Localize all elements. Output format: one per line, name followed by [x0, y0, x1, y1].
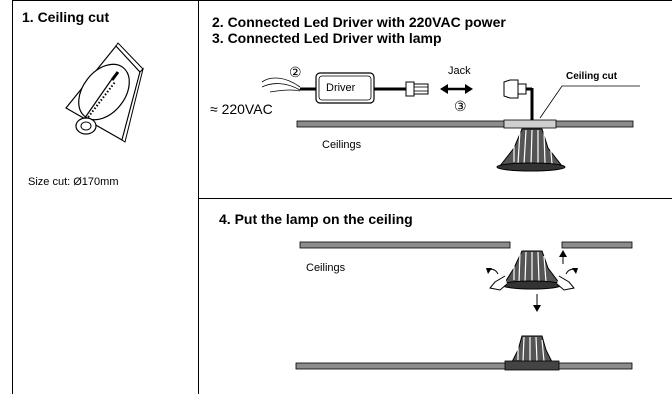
- ceilings-label-top: Ceilings: [322, 139, 362, 151]
- jack-label: Jack: [448, 65, 471, 77]
- step4-title: 4. Put the lamp on the ceiling: [219, 211, 413, 227]
- row-divider: [198, 198, 672, 199]
- ceilings-label-bottom: Ceilings: [306, 262, 346, 274]
- step1-title: 1. Ceiling cut: [22, 9, 110, 25]
- marker-2: ②: [289, 64, 302, 80]
- ceiling-cut-label: Ceiling cut: [566, 71, 618, 82]
- top-border: [12, 0, 672, 1]
- driver-label: Driver: [326, 82, 356, 94]
- voltage-label: ≈ 220VAC: [210, 101, 273, 117]
- left-border: [12, 0, 13, 394]
- marker-3: ③: [454, 98, 467, 114]
- step3-title: 3. Connected Led Driver with lamp: [212, 30, 442, 46]
- step2-title: 2. Connected Led Driver with 220VAC powe…: [212, 14, 506, 30]
- column-divider: [198, 0, 199, 394]
- size-cut-label: Size cut: Ø170mm: [28, 176, 119, 188]
